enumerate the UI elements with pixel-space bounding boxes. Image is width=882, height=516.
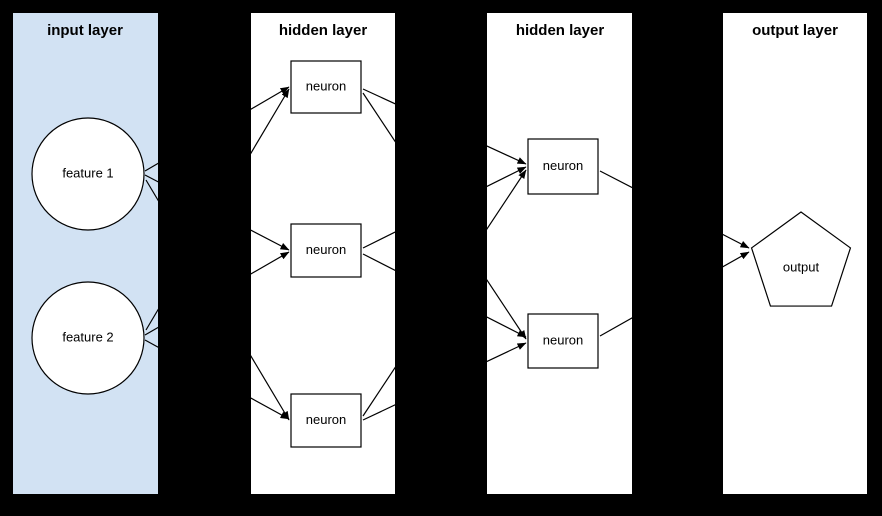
node-h2-neuron-2[interactable]: neuron [527, 313, 599, 369]
node-h1-neuron-2[interactable]: neuron [290, 223, 362, 278]
layer-nodes: feature 1 feature 2 neuron neuron neuron neur… [31, 60, 852, 448]
node-label-h1-neuron-2: neuron [306, 242, 346, 257]
gap-bottom-edge [0, 494, 882, 516]
node-h1-neuron-3[interactable]: neuron [290, 393, 362, 448]
node-label-h2-neuron-1: neuron [543, 158, 583, 173]
panel-title-hidden-layer-1: hidden layer [279, 22, 368, 39]
node-shape-rect [527, 313, 599, 369]
node-shape-circle [31, 281, 145, 395]
node-shape-pentagon [750, 211, 852, 307]
node-label-feature-2: feature 2 [62, 329, 113, 344]
panel-title-hidden-layer-2: hidden layer [516, 22, 605, 39]
gap-left-edge [0, 0, 13, 516]
node-label-h2-neuron-2: neuron [543, 332, 583, 347]
node-label-h1-neuron-3: neuron [306, 412, 346, 427]
node-label-h1-neuron-1: neuron [306, 78, 346, 93]
panel-input-layer [13, 13, 158, 494]
node-feature-2[interactable]: feature 2 [31, 281, 145, 395]
panel-hidden-layer-2 [487, 13, 632, 494]
layer-titles: input layer hidden layer hidden layer outpu… [47, 22, 838, 39]
node-label-feature-1: feature 1 [62, 165, 113, 180]
node-shape-rect [290, 393, 362, 448]
node-shape-rect [527, 138, 599, 195]
node-label-output-node: output [783, 259, 820, 274]
panel-title-output-layer: output layer [752, 22, 838, 39]
node-shape-rect [290, 223, 362, 278]
gap-right-edge [867, 0, 882, 516]
node-h1-neuron-1[interactable]: neuron [290, 60, 362, 114]
node-h2-neuron-1[interactable]: neuron [527, 138, 599, 195]
panel-title-input-layer: input layer [47, 22, 123, 39]
gap-hidden2-to-output [632, 0, 723, 516]
gap-input-to-hidden1 [158, 0, 251, 516]
node-output-node[interactable]: output [750, 211, 852, 307]
gap-top-edge [0, 0, 882, 13]
node-shape-rect [290, 60, 362, 114]
node-shape-circle [31, 117, 145, 231]
gap-hidden1-to-hidden2 [395, 0, 487, 516]
node-feature-1[interactable]: feature 1 [31, 117, 145, 231]
